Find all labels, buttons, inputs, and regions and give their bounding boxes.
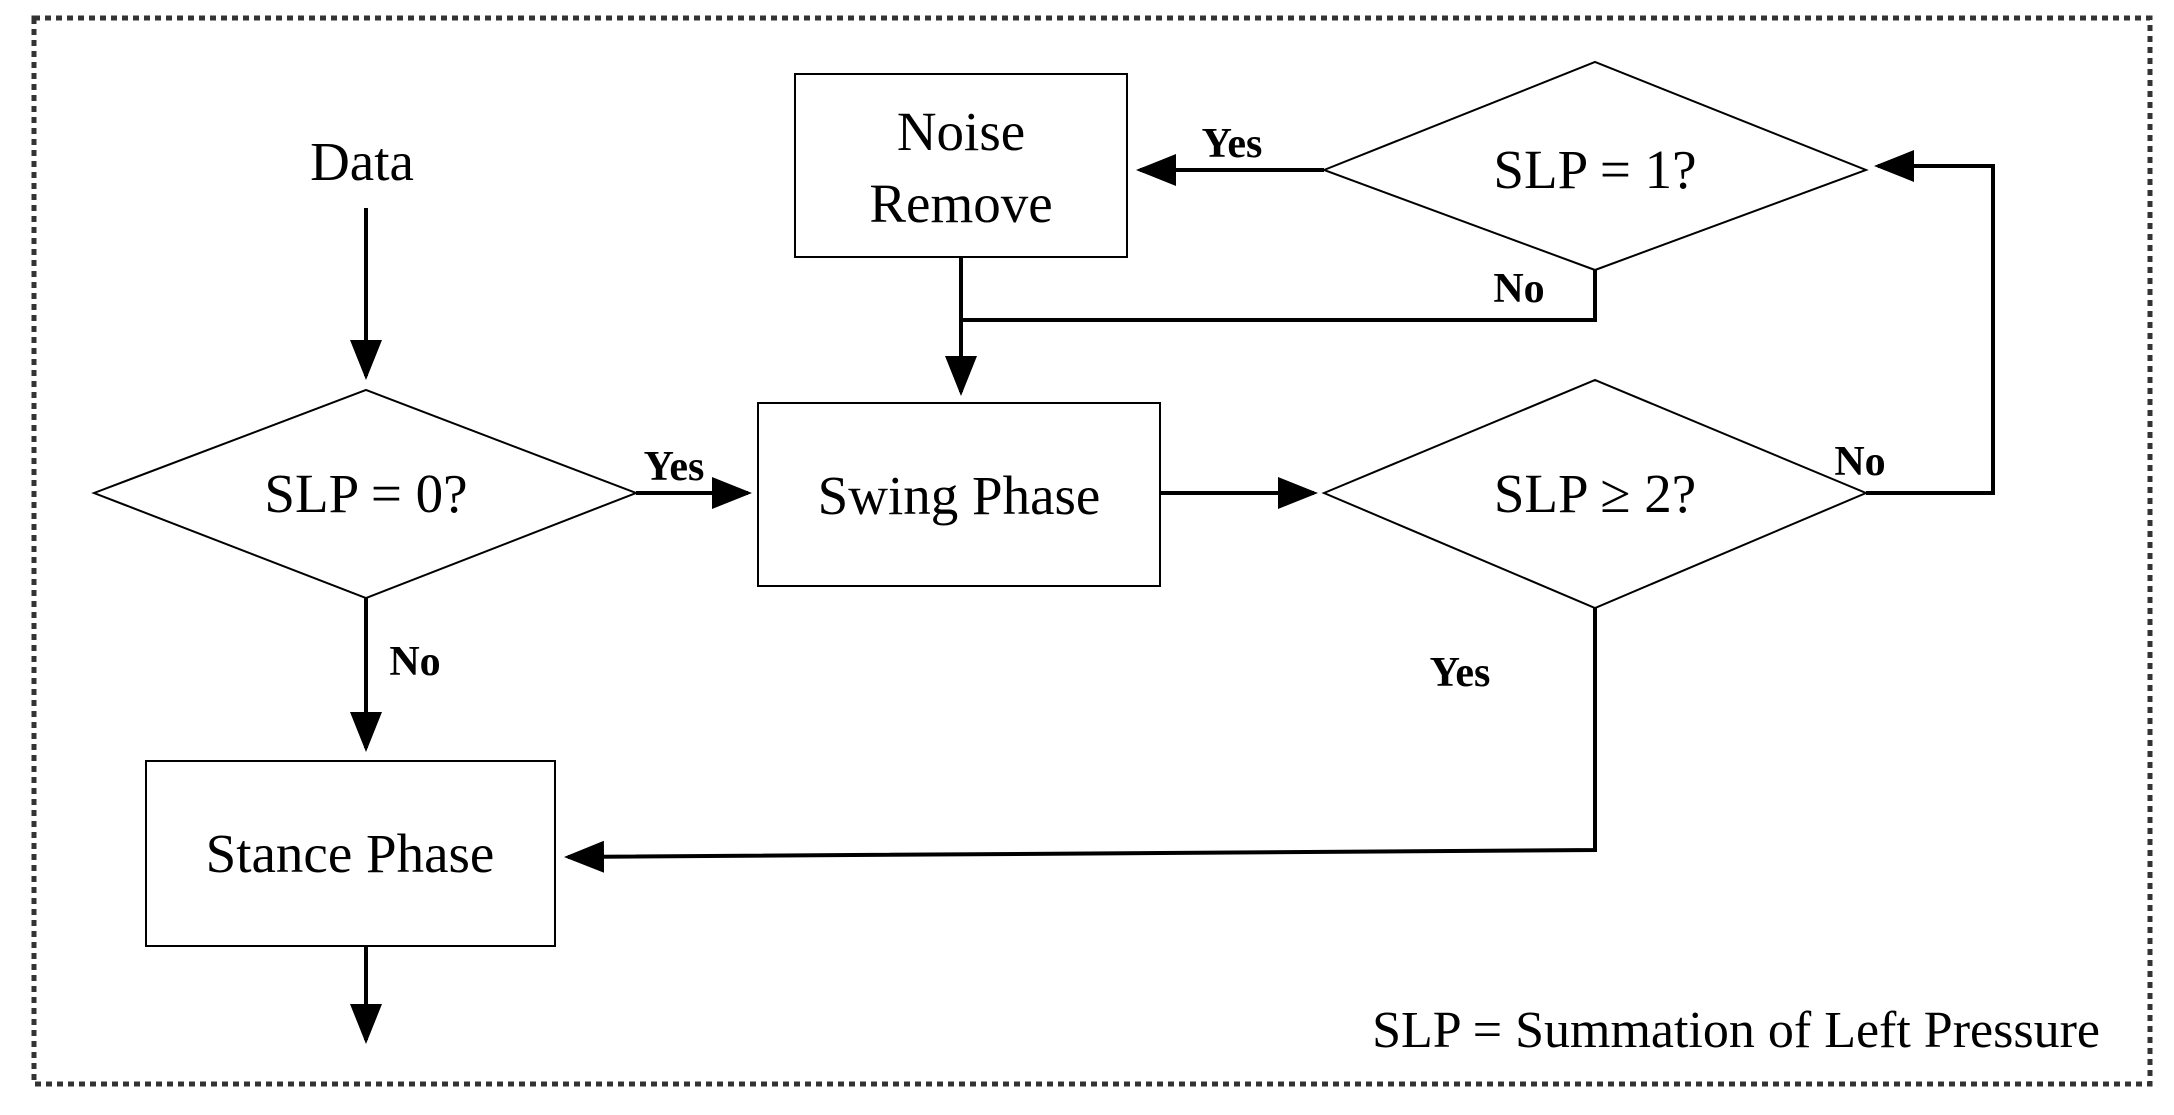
stance-phase-box: Stance Phase [145,760,556,947]
decision-slp1-label: SLP = 1? [1493,139,1696,200]
swing-phase-box: Swing Phase [757,402,1161,587]
decision-slp1-diamond [1321,60,1869,272]
dotted-frame [31,15,2153,1087]
edge-label-slp0-yes: Yes [644,444,705,490]
decision-slp1: SLP = 1? [1321,60,1869,272]
noise-remove-label-line2: Remove [869,173,1052,234]
stance-phase-label: Stance Phase [206,823,495,884]
noise-remove-label-line1: Noise [897,101,1025,162]
edge-label-slp2-no: No [1834,439,1885,485]
arrow-slp2-no-to-slp1 [1866,150,1995,495]
decision-slp0-label: SLP = 0? [264,463,467,524]
edge-label-slp1-no: No [1493,266,1544,312]
stance-phase-rect [145,760,556,947]
edge-label-slp0-no: No [389,639,440,685]
edge-label-slp1-yes: Yes [1202,121,1263,167]
decision-slp2: SLP ≥ 2? [1321,378,1869,610]
slp-definition-note: SLP = Summation of Left Pressure [1372,1002,2100,1059]
connectors [350,150,1995,1044]
line-slp1-no-to-join [961,270,1597,322]
edge-label-slp2-yes: Yes [1430,650,1491,696]
swing-phase-label: Swing Phase [818,465,1101,526]
noise-remove-box: Noise Remove [794,73,1128,258]
arrow-slp2-yes-to-stance [564,608,1597,873]
decision-slp0: SLP = 0? [91,388,639,600]
data-start-label: Data [310,131,414,192]
swing-phase-rect [757,402,1161,587]
decision-slp2-label: SLP ≥ 2? [1494,463,1696,524]
